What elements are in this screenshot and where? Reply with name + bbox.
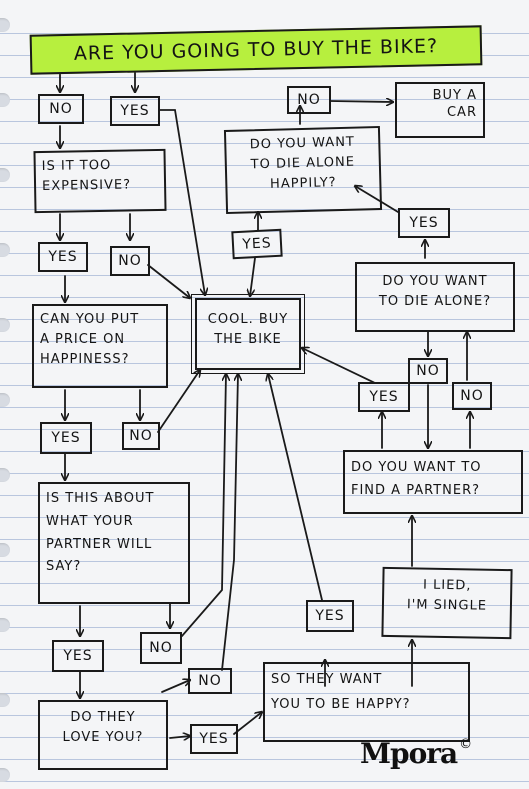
arrow (329, 101, 393, 102)
logo-text: Mpora (360, 737, 458, 770)
arrow (302, 348, 376, 384)
binder-hole (0, 168, 10, 182)
binder-hole (0, 243, 10, 257)
die-alone-question: DO YOU WANT TO DIE ALONE? (355, 262, 515, 332)
arrow (268, 374, 323, 601)
yes-answer: YES (190, 724, 238, 754)
arrow (181, 374, 226, 637)
arrow (233, 712, 262, 735)
binder-hole (0, 618, 10, 632)
yes-answer: YES (358, 382, 410, 412)
price-question: CAN YOU PUT A PRICE ON HAPPINESS? (32, 304, 168, 388)
cool-buy-box: COOL. BUY THE BIKE (191, 294, 305, 374)
no-answer: NO (408, 358, 448, 384)
binder-hole (0, 318, 10, 332)
yes-answer: YES (306, 600, 354, 632)
mpora-logo: Mpora © (360, 737, 510, 777)
no-answer: NO (38, 94, 84, 124)
arrow (169, 736, 190, 738)
binder-hole (0, 93, 10, 107)
binder-hole (0, 543, 10, 557)
arrow (147, 264, 190, 298)
lied-single-box: I LIED, I'M SINGLE (381, 566, 513, 640)
no-answer: NO (140, 632, 182, 664)
arrow (250, 257, 256, 296)
die-happily-question: DO YOU WANT TO DIE ALONE HAPPILY? (223, 125, 383, 215)
no-answer: NO (287, 86, 331, 114)
no-answer: NO (110, 246, 150, 276)
copyright-mark: © (459, 737, 473, 752)
arrow (157, 370, 200, 433)
arrow (221, 374, 238, 671)
arrow (355, 186, 399, 213)
no-answer: NO (452, 382, 492, 410)
binder-hole (0, 768, 10, 782)
yes-answer: YES (52, 640, 104, 672)
find-partner-question: DO YOU WANT TO FIND A PARTNER? (343, 450, 523, 514)
arrow (161, 680, 190, 693)
page-title: ARE YOU GOING TO BUY THE BIKE? (73, 35, 439, 65)
buy-car-box: BUY A CAR (395, 82, 485, 138)
yes-answer: YES (38, 242, 88, 272)
binder-hole (0, 393, 10, 407)
partner-question: IS THIS ABOUT WHAT YOUR PARTNER WILL SAY… (38, 482, 190, 604)
no-answer: NO (122, 422, 160, 450)
yes-answer: YES (231, 228, 283, 260)
arrow (159, 109, 205, 295)
binder-hole (0, 468, 10, 482)
love-question: DO THEY LOVE YOU? (38, 700, 168, 770)
happy-question: SO THEY WANT YOU TO BE HAPPY? (263, 662, 470, 742)
no-answer: NO (188, 668, 232, 694)
yes-answer: YES (398, 208, 450, 238)
yes-answer: YES (40, 422, 92, 454)
binder-hole (0, 18, 10, 32)
yes-answer: YES (110, 96, 160, 126)
binder-hole (0, 693, 10, 707)
expensive-question: IS IT TOO EXPENSIVE? (33, 148, 167, 214)
